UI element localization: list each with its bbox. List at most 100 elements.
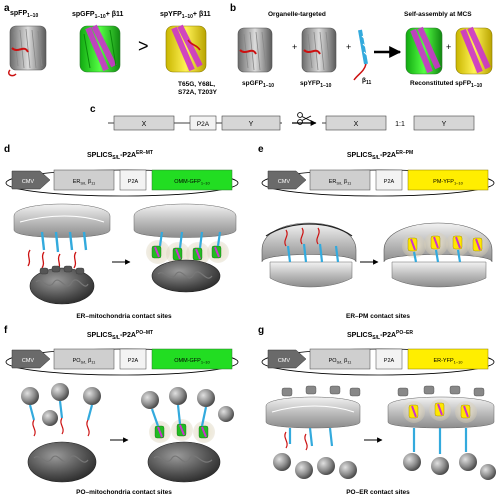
g-box-po-label: POS/L β11 (329, 358, 353, 365)
d-cmv-promoter (11, 170, 51, 190)
f-caption: PO–mitochondria contact sites (76, 489, 172, 496)
f-title: SPLICSS/L-P2APO–MT (87, 330, 153, 341)
f-cmv-label: CMV (22, 358, 35, 364)
e-caption: ER–PM contact sites (346, 313, 410, 320)
g-box-po (309, 348, 371, 370)
beta11-label: β11 (362, 77, 371, 86)
c-box-p2a (189, 115, 217, 131)
g-box-er-yfp-label: ER-YFP1–10 (433, 358, 463, 365)
panel-label-c: c (90, 104, 96, 115)
panel-g: g SPLICSS/L-P2APO–ER CMV POS/L β11 P2A E… (258, 325, 496, 496)
c-product-y (413, 115, 475, 131)
g-peroxisomes (273, 453, 357, 479)
f-box-po-label: POS/L β11 (73, 358, 97, 365)
panel-c: c X P2A Y X 1:1 Y (90, 104, 475, 131)
c-box-y (221, 115, 281, 131)
panel-label-g: g (258, 325, 264, 336)
d-cmv-label: CMV (22, 179, 35, 185)
e-reconstituted-yfp (402, 232, 489, 258)
plus-sign-2: + (346, 42, 351, 52)
panel-label-b: b (230, 3, 236, 14)
d-title: SPLICSS/L-P2AER–MT (87, 150, 153, 161)
e-box-pm-yfp-label: PM-YFP1–10 (433, 179, 463, 186)
panel-e: e SPLICSS/L-P2AER–PM CMV ERS/L β11 P2A P… (258, 144, 495, 320)
g-reconstituted-yfp (403, 399, 477, 423)
f-box-po (53, 348, 115, 370)
panel-f: f SPLICSS/L-P2APO–MT CMV POS/L β11 P2A O… (4, 325, 239, 496)
d-beta11-tethers (40, 231, 88, 253)
g-cmv-promoter (267, 349, 307, 369)
panel-b: b Organelle-targeted Self-assembly at MC… (230, 3, 493, 89)
f-box-omm-gfp (151, 348, 233, 370)
plus-sign-3: + (446, 42, 451, 52)
e-er-sheet (269, 261, 353, 288)
c-box-x (113, 115, 175, 131)
self-assembly-label: Self-assembly at MCS (404, 11, 472, 18)
b-gfp-barrel (237, 27, 273, 73)
panel-a: a spFP1–10 spGFP1–10+ β11 > spYFP1–10+ β… (4, 3, 218, 96)
f-reconstituted-gfp (149, 419, 215, 443)
e-box-p2a (375, 169, 403, 191)
g-membrane-proteins (281, 385, 361, 397)
d-mitochondrion (29, 265, 95, 305)
f-mitochondrion (27, 441, 97, 483)
d-box-p2a (119, 169, 147, 191)
d-box-p2a-label: P2A (128, 179, 139, 185)
panel-label-e: e (258, 144, 264, 155)
g-box-er-yfp (407, 348, 489, 370)
reconstituted-label: Reconstituted spFP1–10 (410, 80, 482, 89)
d-caption: ER–mitochondria contact sites (76, 313, 172, 320)
d-er-membrane (13, 203, 111, 238)
e-box-pm-yfp (407, 169, 489, 191)
g-er-membrane (265, 396, 361, 429)
f-box-omm-gfp-label: OMM-GFP1–10 (174, 358, 210, 365)
e-cmv-promoter (267, 170, 307, 190)
c-label-p2a: P2A (197, 121, 210, 128)
c-ratio: 1:1 (395, 121, 405, 128)
b-yfp-barrel (301, 27, 337, 73)
g-scene-before (265, 385, 361, 479)
e-box-p2a-label: P2A (384, 179, 395, 185)
beta11-strand (353, 29, 369, 81)
scissors-icon (297, 112, 312, 125)
g-cmv-label: CMV (278, 358, 291, 364)
g-box-p2a (375, 348, 403, 370)
yfp-label: spYFP1–10+ β11 (160, 11, 211, 20)
d-box-omm-gfp (151, 169, 233, 191)
d-scene-after (133, 203, 237, 293)
panel-label-d: d (4, 144, 10, 155)
greater-than-sign: > (138, 36, 149, 56)
g-title: SPLICSS/L-P2APO–ER (347, 330, 413, 341)
d-scene-before (13, 203, 111, 305)
plus-sign-1: + (292, 42, 297, 52)
f-scene-after (141, 387, 234, 483)
e-plasma-membrane (261, 222, 357, 263)
d-box-er (53, 169, 115, 191)
e-box-er (309, 169, 371, 191)
panel-label-a: a (4, 3, 10, 14)
f-box-p2a-label: P2A (128, 358, 139, 364)
gfp-label: spGFP1–10+ β11 (72, 11, 123, 20)
b-yfp-label: spYFP1–10 (300, 80, 332, 89)
g-caption: PO–ER contact sites (346, 489, 410, 496)
f-scene-before (21, 383, 101, 483)
d-box-omm-gfp-label: OMM-GFP1–10 (174, 179, 210, 186)
e-box-er-label: ERS/L β11 (329, 179, 352, 186)
b-yfp-assembled (455, 26, 493, 75)
e-title: SPLICSS/L-P2AER–PM (347, 150, 413, 161)
mutations-line-2: S72A, T203Y (178, 89, 218, 96)
mutations-line-1: T65G, Y68L, (178, 81, 215, 88)
b-gfp-label: spGFP1–10 (242, 80, 274, 89)
spfp-barrel (7, 25, 47, 77)
d-box-er-label: ERS/L β11 (73, 179, 96, 186)
c-product-label-x: X (354, 121, 359, 128)
e-scene-before (261, 222, 357, 288)
f-box-p2a (119, 348, 147, 370)
b-gfp-assembled (405, 26, 443, 75)
gfp-barrel (79, 24, 121, 73)
g-box-p2a-label: P2A (384, 358, 395, 364)
c-label-y: Y (249, 121, 254, 128)
e-cmv-label: CMV (278, 179, 291, 185)
c-product-x (325, 115, 387, 131)
